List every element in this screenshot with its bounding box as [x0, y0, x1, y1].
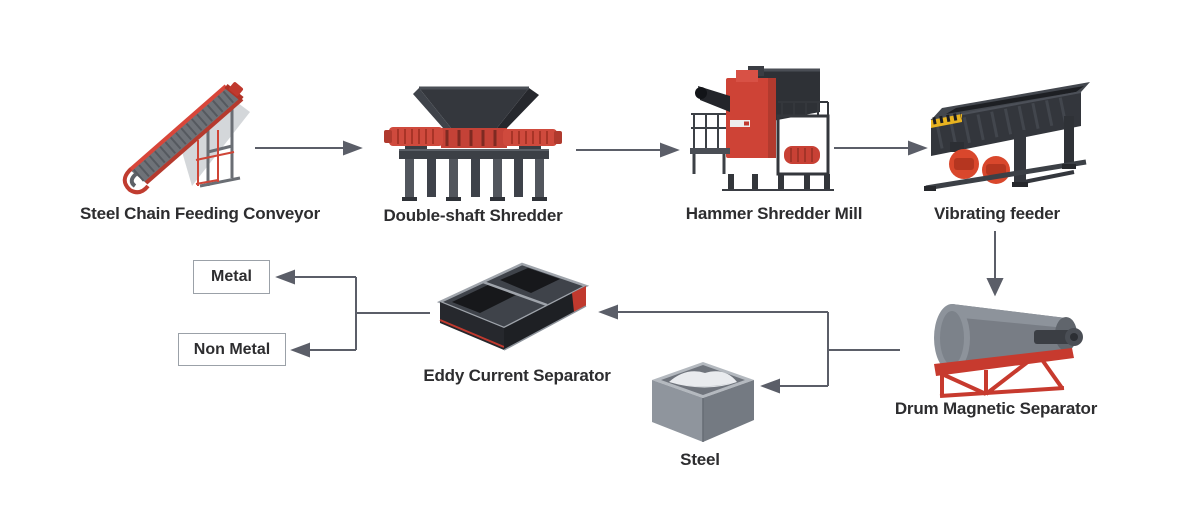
vibrating-feeder-illustration	[916, 80, 1091, 198]
metal-output-box: Metal	[193, 260, 270, 294]
metal-output-label: Metal	[211, 268, 252, 285]
non-metal-output-box: Non Metal	[178, 333, 286, 366]
non-metal-output-label: Non Metal	[193, 340, 271, 358]
label-eddy-current-separator: Eddy Current Separator	[423, 366, 611, 385]
double-shaft-shredder-illustration	[383, 86, 563, 204]
label-steel-output: Steel	[680, 450, 720, 469]
label-steel-chain-feeding-conveyor: Steel Chain Feeding Conveyor	[79, 204, 321, 223]
hammer-shredder-mill-illustration	[686, 62, 836, 202]
drum-magnetic-separator-illustration	[916, 290, 1094, 398]
arrow-shredder-to-hammer	[576, 142, 680, 158]
label-vibrating-feeder: Vibrating feeder	[934, 204, 1060, 223]
arrow-feeder-to-drum	[986, 231, 1004, 297]
arrow-hammer-to-feeder	[834, 140, 928, 156]
eddy-current-separator-illustration	[426, 250, 598, 358]
label-drum-magnetic-separator: Drum Magnetic Separator	[894, 399, 1098, 418]
steel-bin-illustration	[648, 356, 758, 444]
label-hammer-shredder-mill: Hammer Shredder Mill	[685, 204, 863, 223]
arrow-eddy-to-metal-and-nonmetal	[275, 269, 430, 358]
label-double-shaft-shredder: Double-shaft Shredder	[383, 206, 563, 225]
steel-chain-feeding-conveyor-illustration	[118, 68, 283, 198]
